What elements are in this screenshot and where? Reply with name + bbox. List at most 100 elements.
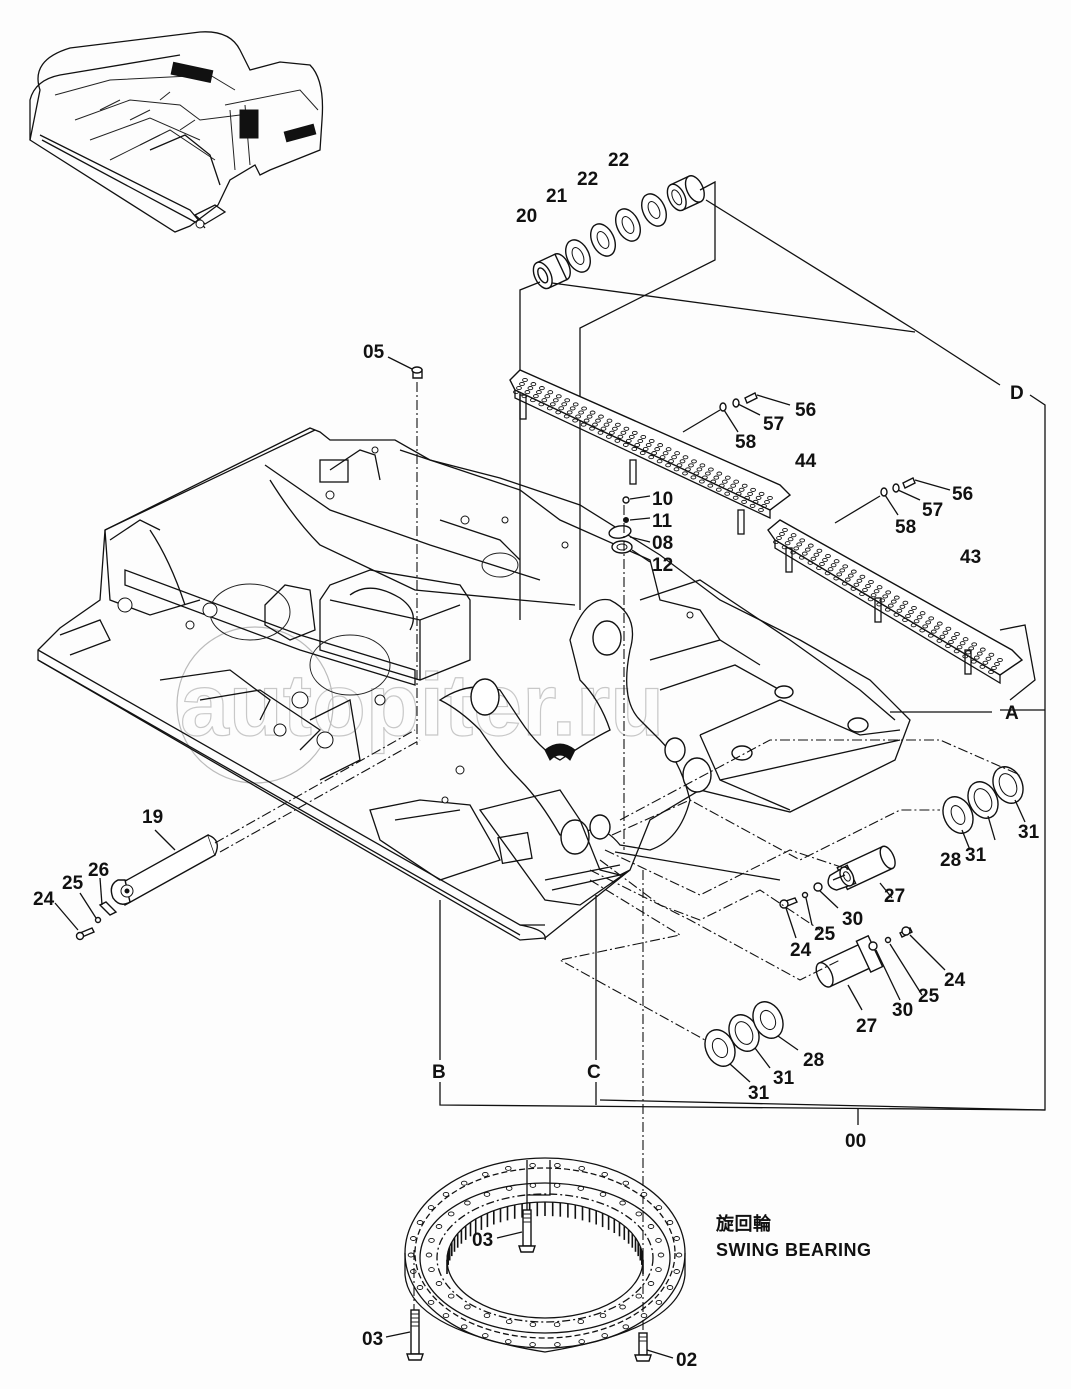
step-perforation <box>919 611 926 616</box>
callout-58-a: 58 <box>735 432 756 453</box>
step-perforation <box>676 463 683 468</box>
step-perforation <box>639 450 646 456</box>
step-perforation <box>862 587 868 593</box>
step-43 <box>767 519 1036 701</box>
bolt-03-outer <box>385 1250 424 1361</box>
bolt-hole <box>483 1313 491 1319</box>
step-perforation <box>628 434 635 439</box>
step-perforation <box>873 589 880 594</box>
callout-24-mid: 24 <box>790 940 812 961</box>
step-perforation <box>899 604 906 609</box>
callout-labels: 20 21 22 22 05 56 57 58 44 56 57 58 43 1… <box>33 150 1040 1371</box>
step-perforation <box>598 414 604 419</box>
bolt-hole <box>427 1205 435 1211</box>
pin-27-upper <box>779 845 896 939</box>
step-perforation <box>530 382 537 387</box>
step-perforation <box>773 539 779 545</box>
callout-25-right: 25 <box>918 986 940 1007</box>
callout-25-left: 25 <box>62 873 84 894</box>
step-perforation <box>781 545 788 550</box>
bolt-hole <box>464 1200 471 1206</box>
step-perforation <box>749 503 756 508</box>
step-perforation <box>833 576 840 581</box>
bolt-hole <box>601 1333 608 1339</box>
bolt-hole <box>553 1182 561 1188</box>
step-perforation <box>634 442 641 448</box>
step-perforation <box>673 467 680 472</box>
step-perforation <box>682 455 689 460</box>
callout-12: 12 <box>652 555 673 576</box>
step-perforation <box>994 661 1000 667</box>
step-perforation <box>905 613 911 619</box>
bolt-hole <box>577 1185 585 1191</box>
bolt-hole <box>673 1269 680 1274</box>
step-perforation <box>985 656 992 661</box>
bolt-03-inner <box>496 1209 536 1253</box>
step-perforation <box>721 479 728 484</box>
step-perforation <box>922 624 929 629</box>
step-perforation <box>887 603 894 608</box>
callout-43: 43 <box>960 547 981 568</box>
bolt-hole <box>647 1224 655 1229</box>
bolt-hole <box>601 1171 608 1177</box>
step-perforation <box>617 434 624 439</box>
step-perforation <box>804 547 811 552</box>
step-perforation <box>555 410 562 415</box>
step-perforation <box>761 503 767 509</box>
callout-20: 20 <box>516 206 537 227</box>
bolt-hole <box>505 1185 513 1191</box>
step-perforation <box>850 586 857 591</box>
bolt-hole <box>416 1220 424 1225</box>
step-perforation <box>816 548 823 553</box>
step-perforation <box>558 406 565 411</box>
step-perforation <box>566 410 573 415</box>
callout-03-inner: 03 <box>472 1230 493 1251</box>
step-perforation <box>962 654 969 659</box>
bolt-hole <box>554 1162 561 1168</box>
step-perforation <box>991 665 997 671</box>
step-perforation <box>679 459 686 464</box>
step-perforation <box>656 459 663 464</box>
step-perforation <box>942 630 949 635</box>
bolt-hole <box>427 1299 435 1305</box>
step-perforation <box>867 597 874 602</box>
reference-C: C <box>587 1062 601 1083</box>
step-perforation <box>807 543 814 548</box>
step-hardware-lower <box>834 477 951 524</box>
step-perforation <box>902 600 909 605</box>
step-perforation <box>645 442 652 448</box>
step-perforation <box>825 553 831 559</box>
step-perforation <box>735 491 742 496</box>
step-perforation <box>890 599 897 604</box>
step-perforation <box>841 581 848 586</box>
step-perforation <box>833 559 840 564</box>
step-perforation <box>913 619 920 624</box>
bolt-hole <box>410 1269 417 1274</box>
reference-B: B <box>432 1062 446 1083</box>
step-perforation <box>850 569 857 574</box>
step-perforation <box>555 394 562 399</box>
bolt-hole <box>505 1339 512 1345</box>
step-perforation <box>933 625 940 630</box>
step-perforation <box>782 527 788 533</box>
step-perforation <box>592 422 598 427</box>
step-perforation <box>836 572 843 577</box>
step-perforation <box>519 381 525 387</box>
step-perforation <box>824 571 831 576</box>
step-perforation <box>842 564 849 569</box>
step-perforation <box>796 542 803 547</box>
step-perforation <box>844 577 851 582</box>
step-perforation <box>896 608 903 613</box>
step-perforation <box>648 438 655 444</box>
step-perforation <box>916 615 923 620</box>
step-perforation <box>979 647 986 652</box>
step-perforation <box>976 651 983 656</box>
step-perforation <box>665 463 671 468</box>
bolt-hole <box>416 1285 424 1290</box>
step-perforation <box>620 430 627 435</box>
callout-31-u2: 31 <box>1018 822 1040 843</box>
step-perforation <box>710 479 717 484</box>
step-perforation <box>589 410 596 415</box>
step-perforation <box>708 467 714 472</box>
step-perforation <box>790 550 797 555</box>
